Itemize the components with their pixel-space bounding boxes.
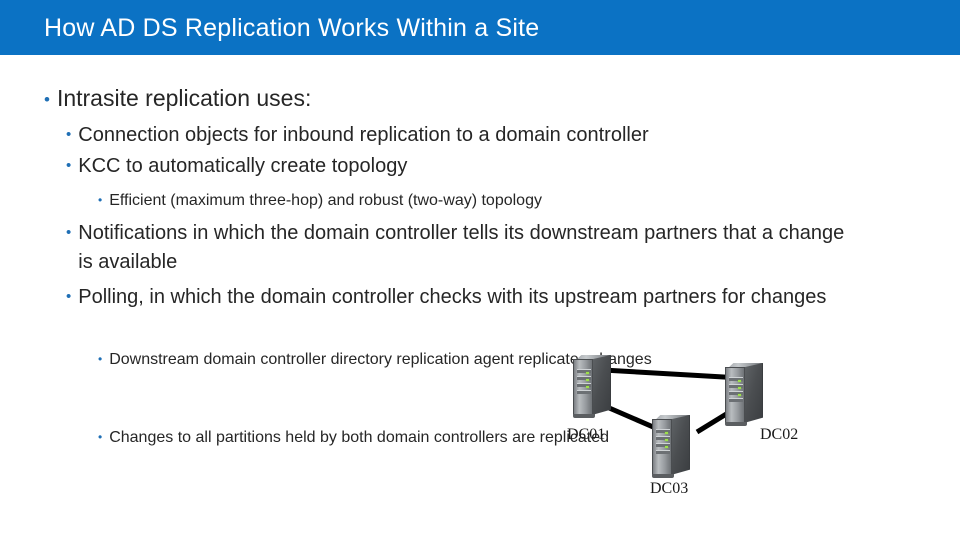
server-status-led-icon	[738, 380, 741, 382]
server-tower-icon-dc02	[725, 363, 765, 426]
server-drive-bay	[729, 377, 743, 381]
server-base	[725, 422, 747, 426]
server-front-face	[725, 367, 745, 423]
server-status-led-icon	[665, 439, 668, 441]
bullet-text: Connection objects for inbound replicati…	[78, 124, 649, 146]
server-front-face	[652, 419, 672, 475]
server-side-face	[671, 415, 690, 475]
server-base	[573, 414, 595, 418]
server-label-dc03: DC03	[650, 480, 689, 497]
server-drive-bay	[577, 376, 591, 380]
slide-body: • Intrasite replication uses: • Connecti…	[0, 55, 960, 540]
server-side-face	[744, 363, 763, 423]
server-label-dc01: DC01	[567, 426, 606, 443]
slide-title-banner: How AD DS Replication Works Within a Sit…	[0, 0, 960, 55]
bullet-marker-icon: •	[98, 352, 103, 366]
bullet-text: Polling, in which the domain controller …	[78, 286, 827, 308]
bullet-marker-icon: •	[98, 193, 103, 207]
bullet-notifications: • Notifications in which the domain cont…	[66, 219, 856, 277]
server-drive-bay	[729, 398, 743, 402]
bullet-intrasite: • Intrasite replication uses:	[44, 84, 844, 113]
server-drive-bay	[729, 384, 743, 388]
server-drive-bay	[577, 369, 591, 373]
bullet-text: Downstream domain controller directory r…	[109, 351, 652, 368]
server-drive-bay	[656, 436, 670, 440]
bullet-kcc: • KCC to automatically create topology	[66, 152, 856, 181]
bullet-marker-icon: •	[44, 90, 50, 109]
bullet-efficient: • Efficient (maximum three-hop) and robu…	[98, 189, 798, 212]
server-label-dc02: DC02	[760, 426, 799, 443]
server-side-face	[592, 355, 611, 415]
server-status-led-icon	[738, 394, 741, 396]
server-base	[652, 474, 674, 478]
server-drive-bay	[729, 391, 743, 395]
bullet-marker-icon: •	[66, 157, 72, 174]
bullet-text: Changes to all partitions held by both d…	[109, 429, 610, 446]
server-drive-bay	[656, 443, 670, 447]
bullet-marker-icon: •	[66, 224, 72, 241]
server-tower-icon-dc01	[573, 355, 613, 418]
server-drive-bay	[577, 390, 591, 394]
server-status-led-icon	[738, 387, 741, 389]
bullet-marker-icon: •	[66, 126, 72, 143]
bullet-text: KCC to automatically create topology	[78, 155, 408, 177]
bullet-marker-icon: •	[98, 430, 103, 444]
bullet-marker-icon: •	[66, 288, 72, 305]
bullet-downstream-dra: • Downstream domain controller directory…	[98, 348, 798, 371]
bullet-text: Intrasite replication uses:	[56, 85, 312, 111]
server-front-face	[573, 359, 593, 415]
server-status-led-icon	[586, 379, 589, 381]
server-tower-icon-dc03	[652, 415, 692, 478]
server-drive-bay	[656, 450, 670, 454]
server-drive-bay	[656, 429, 670, 433]
bullet-text: Efficient (maximum three-hop) and robust…	[109, 192, 542, 209]
server-status-led-icon	[586, 372, 589, 374]
server-drive-bay	[577, 383, 591, 387]
bullet-polling: • Polling, in which the domain controlle…	[66, 283, 856, 312]
server-status-led-icon	[665, 446, 668, 448]
bullet-connection-objects: • Connection objects for inbound replica…	[66, 121, 856, 150]
bullet-changes-partitions: • Changes to all partitions held by both…	[98, 426, 798, 449]
replication-topology-diagram: DC01 DC02 DC03	[545, 300, 845, 510]
server-status-led-icon	[665, 432, 668, 434]
server-status-led-icon	[586, 386, 589, 388]
page-title: How AD DS Replication Works Within a Sit…	[44, 14, 540, 42]
bullet-text: Notifications in which the domain contro…	[78, 222, 845, 273]
